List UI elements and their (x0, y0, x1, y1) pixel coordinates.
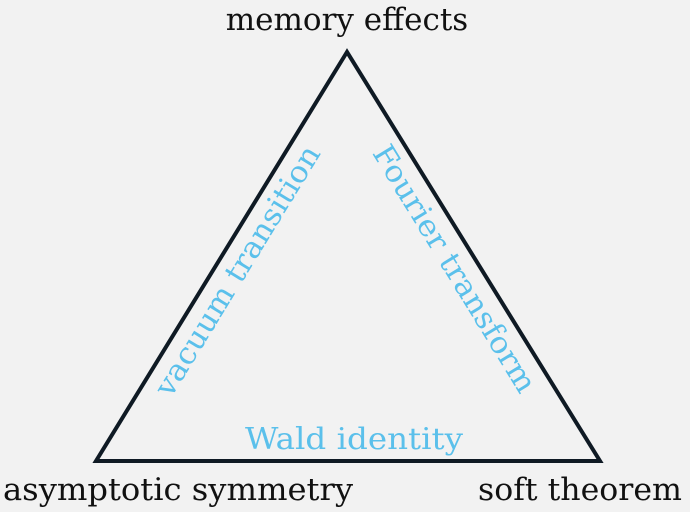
triangle (92, 48, 604, 463)
vertex-label-bottom-left: asymptotic symmetry (3, 472, 354, 508)
edge-label-right: Fourier transform (365, 139, 543, 399)
edge-label-left: vacuum transition (147, 139, 328, 404)
vertex-label-top: memory effects (226, 2, 468, 38)
edge-label-bottom: Wald identity (245, 422, 463, 457)
vertex-label-bottom-right: soft theorem (478, 472, 682, 508)
